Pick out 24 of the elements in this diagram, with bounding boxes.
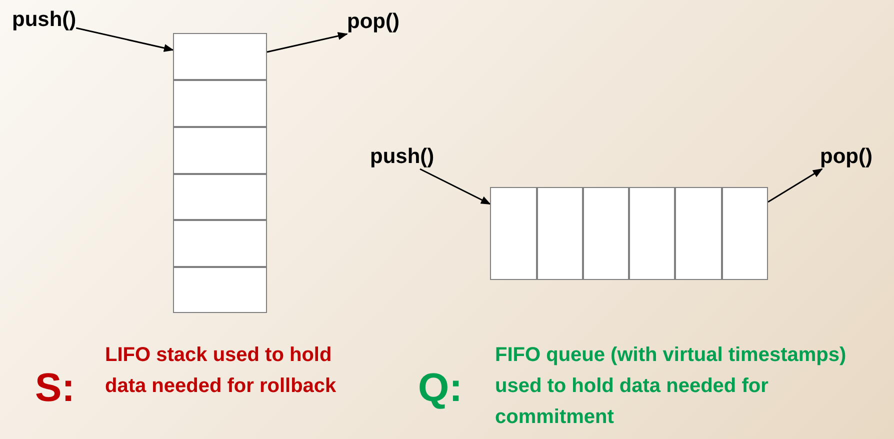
stack-cell: [173, 220, 267, 267]
stack-cell: [173, 80, 267, 127]
queue-description: FIFO queue (with virtual timestamps) used to hold data needed for commitment: [495, 343, 848, 430]
queue-cell: [583, 187, 629, 280]
function-label: push(): [370, 145, 434, 169]
function-label: pop(): [347, 10, 400, 34]
stack-description: LIFO stack used to hold data needed for rollback: [105, 343, 338, 399]
function-label: pop(): [820, 145, 872, 169]
queue-cell: [629, 187, 675, 280]
queue-letter: Q:: [418, 368, 462, 408]
queue-cell: [675, 187, 722, 280]
stack-cell: [173, 174, 267, 220]
stack-cell: [173, 127, 267, 174]
stack-letter: S:: [35, 368, 75, 408]
queue-cell: [537, 187, 583, 280]
arrow: [420, 168, 491, 205]
queue-cell: [722, 187, 768, 280]
queue-cell: [490, 187, 537, 280]
arrow: [768, 168, 823, 203]
arrow: [76, 27, 174, 52]
stack-cell: [173, 267, 267, 313]
function-label: push(): [12, 8, 76, 32]
stack-cell: [173, 33, 267, 80]
arrow: [266, 32, 348, 53]
